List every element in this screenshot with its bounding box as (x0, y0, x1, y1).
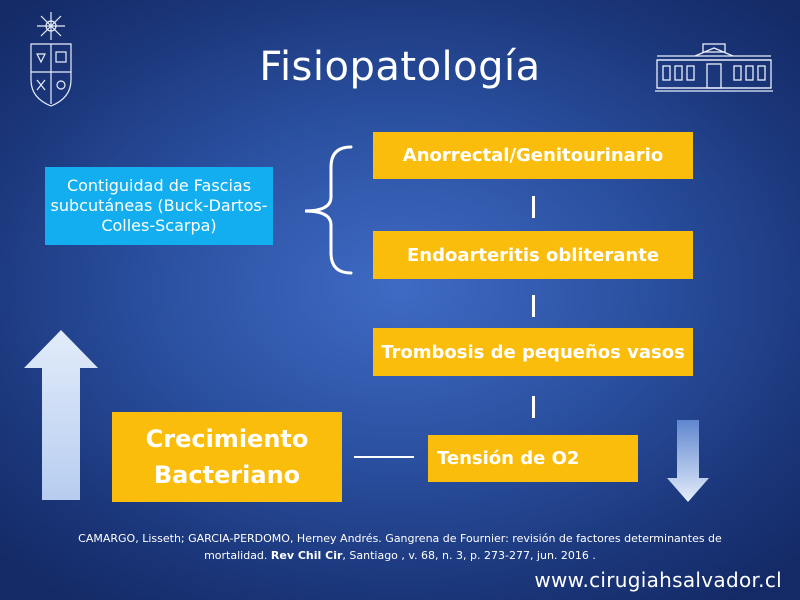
connector-line (532, 295, 535, 317)
citation-text1: CAMARGO, Lisseth; GARCIA-PERDOMO, Herney… (78, 532, 722, 562)
connector-line (532, 196, 535, 218)
step-box-anorrectal: Anorrectal/Genitourinario (373, 132, 693, 179)
bacterial-growth-box: Crecimiento Bacteriano (112, 412, 342, 502)
hospital-building-icon (655, 43, 773, 92)
bacterial-growth-line1: Crecimiento (145, 425, 309, 453)
website-url: www.cirugiahsalvador.cl (534, 568, 782, 592)
page-title: Fisiopatología (259, 44, 541, 90)
arrow-up-icon (24, 330, 98, 500)
contiguity-box-label: Contiguidad de Fascias subcutáneas (Buck… (50, 176, 268, 235)
contiguity-box: Contiguidad de Fascias subcutáneas (Buck… (45, 167, 273, 245)
step-box-endoarteritis: Endoarteritis obliterante (373, 231, 693, 279)
step-label: Endoarteritis obliterante (406, 244, 660, 266)
citation: CAMARGO, Lisseth; GARCIA-PERDOMO, Herney… (60, 530, 740, 564)
bacterial-growth-line2: Bacteriano (153, 461, 301, 489)
step-label: Anorrectal/Genitourinario (402, 145, 664, 166)
citation-text2: , Santiago , v. 68, n. 3, p. 273-277, ju… (342, 549, 596, 562)
connector-line-horizontal (354, 456, 414, 458)
university-crest-icon (30, 12, 72, 107)
step-label: Trombosis de pequeños vasos (381, 341, 685, 363)
curly-brace-icon (304, 145, 353, 275)
connector-line (532, 396, 535, 418)
tension-o2-label: Tensión de O2 (437, 448, 580, 469)
tension-o2-box: Tensión de O2 (428, 435, 638, 482)
citation-journal: Rev Chil Cir (270, 549, 343, 562)
step-box-trombosis: Trombosis de pequeños vasos (373, 328, 693, 376)
arrow-down-icon (667, 420, 709, 502)
